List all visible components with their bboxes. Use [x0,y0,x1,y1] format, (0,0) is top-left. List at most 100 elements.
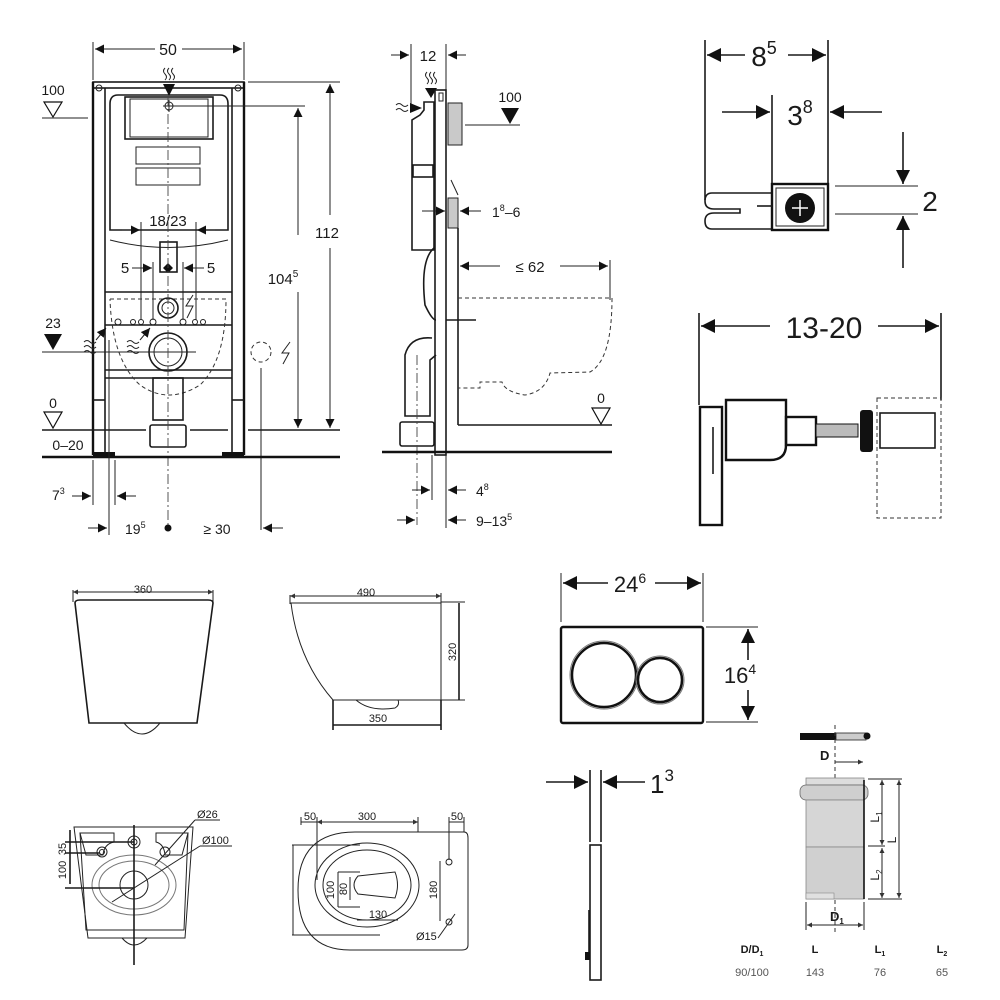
opening-height-label: 100 [325,881,337,899]
bowl-side-outline [290,602,442,701]
electrical-box-dashed [250,341,272,363]
bowl-side-view: 490 320 350 [289,587,465,730]
frame-depth-label: 12 [420,48,437,65]
floor-level-label: 0 [49,395,57,411]
pipe-offset-label: 9–135 [476,512,512,529]
cistern-height-label: 112 [315,225,339,242]
table-header-cell: L [812,944,819,956]
side-clearance-label: ≥ 30 [203,521,230,537]
mount-hole [234,84,242,92]
fixing-detail: 13-20 [698,312,942,527]
water-inlet-icon [425,71,437,85]
bowl-top-opening [353,871,398,899]
bolt [149,318,157,326]
level-triangle-filled [501,108,519,124]
table-cell: 76 [874,967,886,979]
pipe-label-L1: L1 [868,811,884,823]
level-triangle-open [590,407,612,426]
table-cell: 143 [806,967,824,979]
seal-ring-dark [800,733,836,740]
mount-hole [95,84,103,92]
bowl-height-label: 320 [447,643,459,661]
bolt [200,319,206,325]
spigot-body [805,846,865,900]
cistern-service-opening [124,96,214,140]
lock-nut [860,410,873,452]
fixing-range-label: 13-20 [786,312,863,345]
inlet-spacing-label: 18/23 [149,213,187,230]
rear-hole [96,846,108,858]
cistern-service-inner [129,98,209,138]
rear-hole [159,846,171,858]
pipe-connector-view: D L1 L L2 D1 [799,725,902,935]
frame-post-side [434,89,447,456]
supply-arrow [139,327,151,341]
bracket-height-label: 2 [922,186,938,217]
bowl-front-view: 360 [72,584,214,735]
plate-height-label: 164 [724,661,756,688]
socket-body [805,799,865,848]
bolt [192,319,198,325]
wall-thickness-label: 18–6 [492,203,521,220]
leader-line [154,819,196,866]
opening-width-label: 130 [369,909,387,921]
inlet-arrow-icon [410,103,422,113]
bowl-top-rim [314,842,420,928]
drain-level-label: 23 [45,315,61,331]
flush-plate-view: 246 164 13 [546,570,758,981]
center-point-icon [164,524,172,532]
side-view: 12 100 18–6 ≤ 62 [382,44,613,529]
flush-button-half[interactable] [636,656,684,704]
front-view: 50 100 18/23 5 5 [41,42,340,537]
rear-diam-26-label: Ø26 [197,809,218,821]
inlet-arrow-icon [425,88,437,98]
bowl-front-outline [74,599,214,724]
drain-bend [404,337,437,417]
offset-left-label: 5 [121,260,129,277]
plate-tab [585,952,590,960]
bowl-top-outline [297,831,469,951]
bracket-detail: 85 38 2 [704,38,938,268]
table-header-cell: L1 [875,944,886,958]
bolt-diam-label: Ø15 [416,931,437,943]
flush-button-half-ring [635,655,685,705]
bolt [138,319,144,325]
socket-collar [799,784,869,801]
cistern-curve [109,239,229,248]
floor-range-label: 0–20 [52,437,83,453]
cistern-valve [412,164,434,178]
threaded-rod [815,423,859,438]
rear-dim-35-label: 35 [57,843,69,855]
opening-inner-label: 80 [338,883,350,895]
bracket-overall-label: 85 [751,38,777,72]
post-slot [438,92,444,102]
table-cell: 65 [936,967,948,979]
frame-foot [222,452,244,457]
side-level-100-label: 100 [498,89,522,105]
adjustment-zone-dashed [876,397,942,519]
foot-offset-label: 73 [52,486,65,503]
table-header-cell: L2 [937,944,948,958]
electric-icon [281,341,291,365]
seal-ring-end [863,732,871,740]
electric-icon [185,294,194,319]
fixing-stem [784,415,818,447]
bracket-block [770,182,830,232]
fixing-plate [698,405,724,527]
level-triangle-open [42,101,64,119]
bowl-projection-label: ≤ 62 [515,259,544,276]
supply-arrow [95,327,107,341]
level-100-label: 100 [41,82,65,98]
flush-button-full-ring [569,640,639,710]
spigot-end [805,892,835,900]
table-header-cell: D/D1 [741,944,764,958]
fixing-body [724,398,788,462]
bolt [130,319,136,325]
bowl-width-label: 360 [134,584,152,596]
water-inlet-icon [163,67,175,81]
flush-button-full[interactable] [570,641,638,709]
rear-recess [155,832,189,856]
cistern-side [411,101,435,251]
plate-width-label: 246 [614,570,646,597]
